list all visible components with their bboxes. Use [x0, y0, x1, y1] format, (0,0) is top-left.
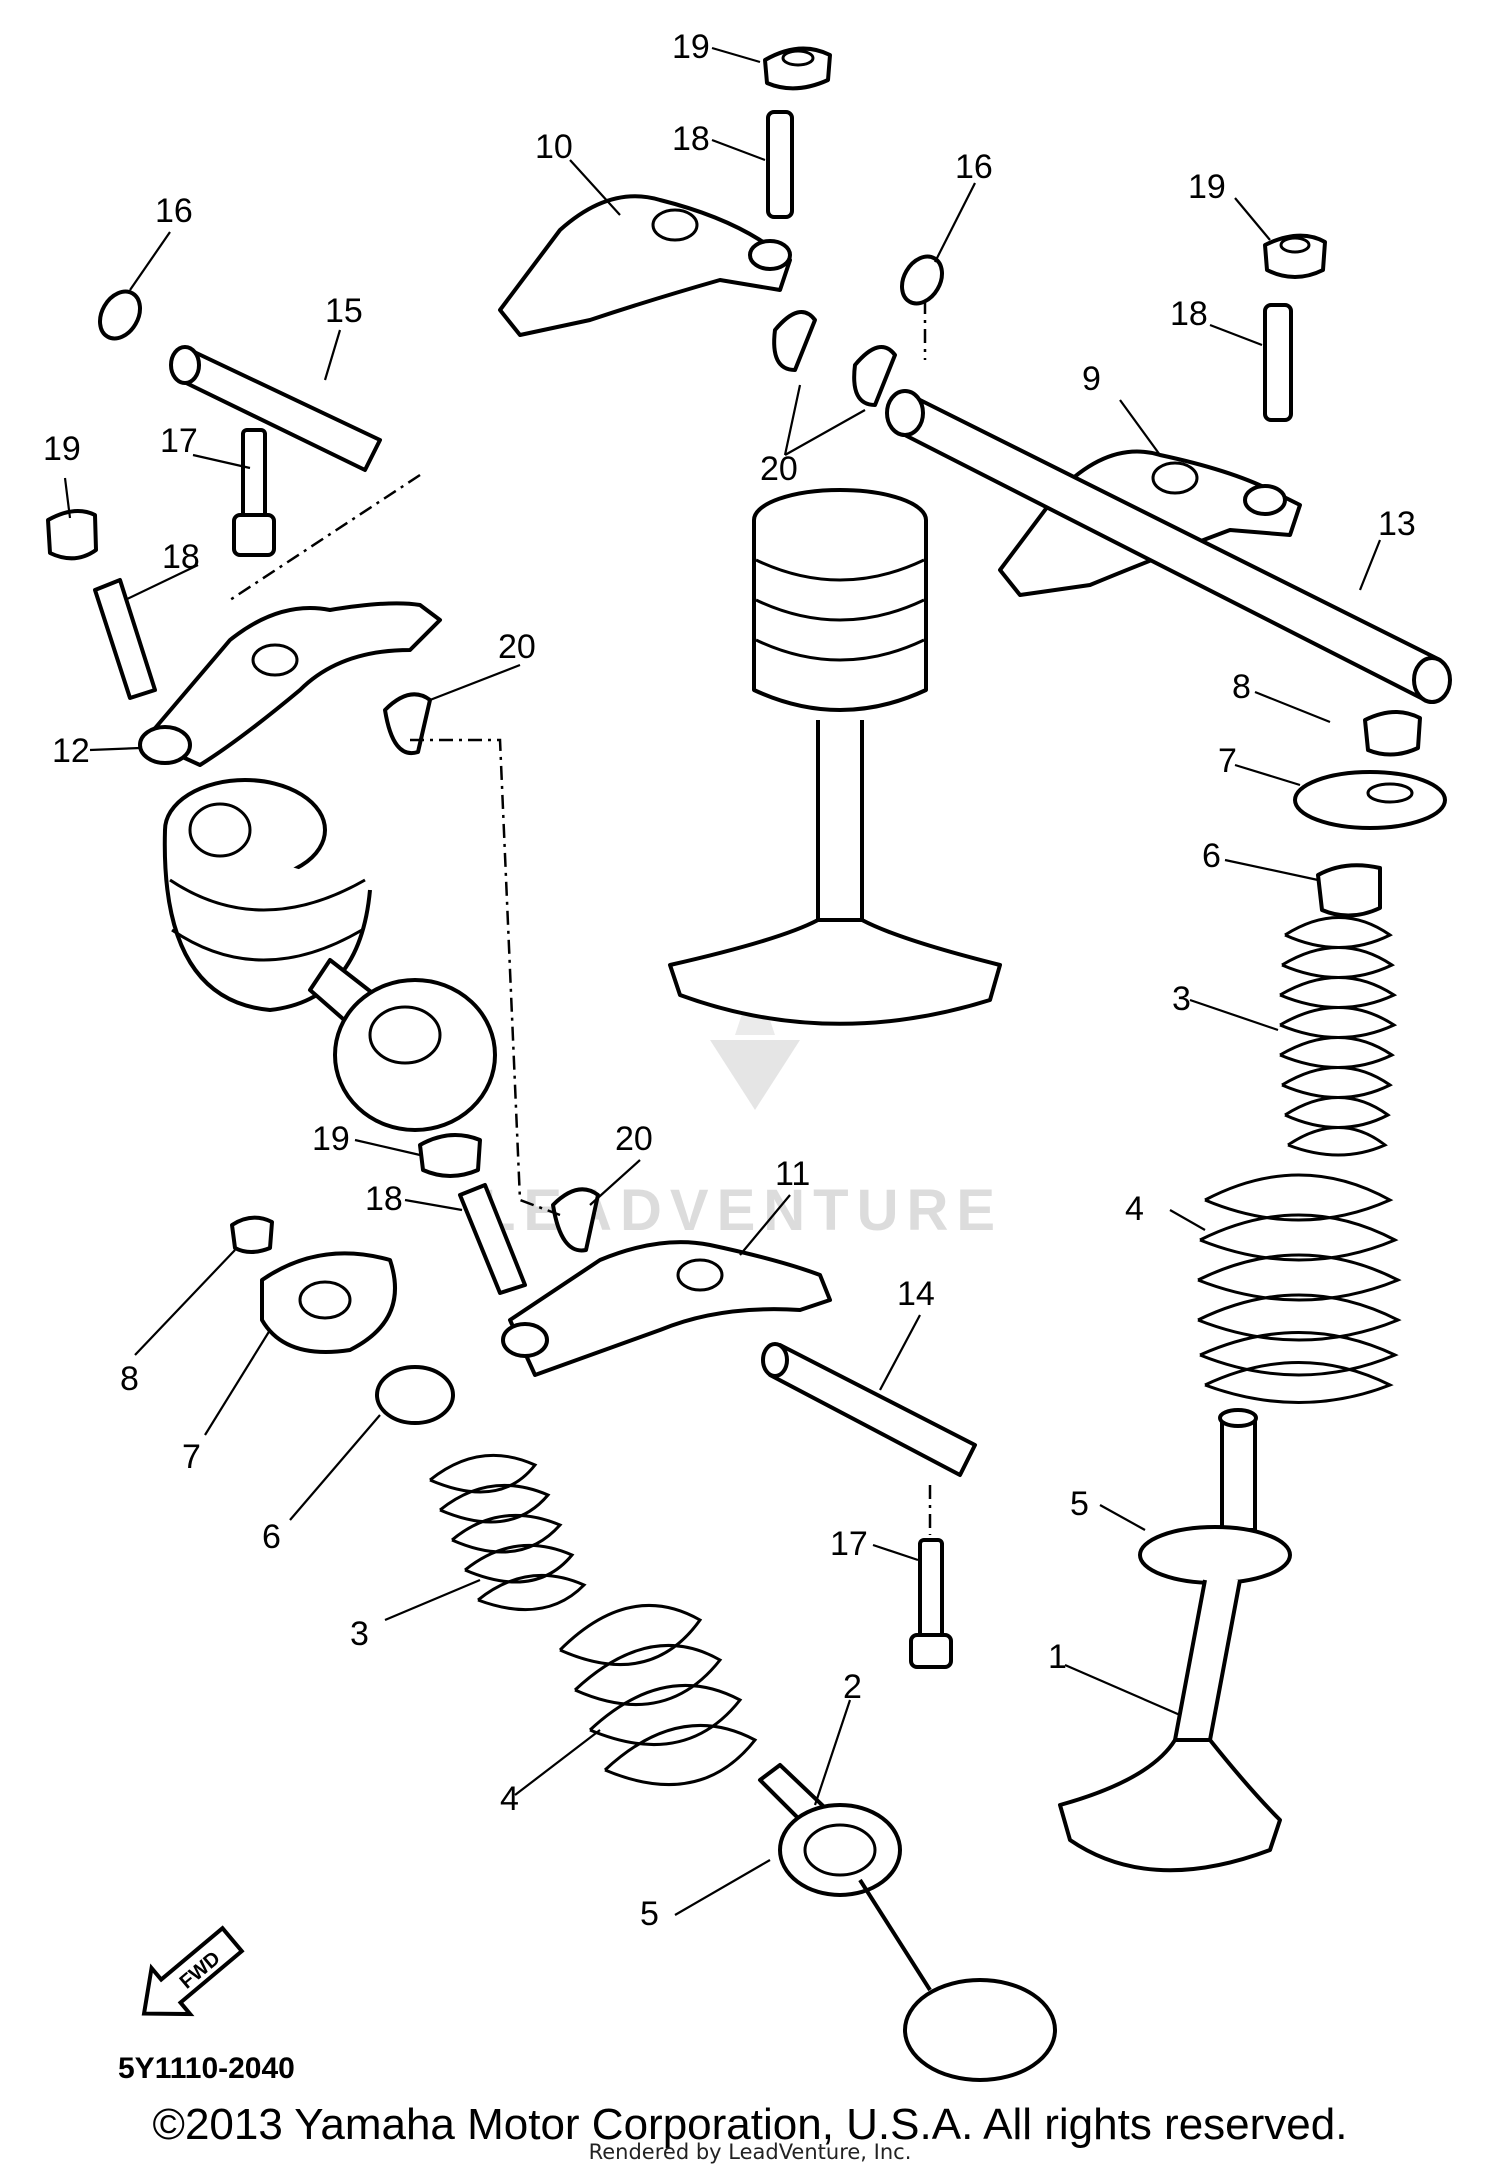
inner-spring-left	[429, 1453, 587, 1612]
valve-with-spring-center	[668, 488, 1002, 1026]
callout-4: 4	[1125, 1190, 1144, 1228]
callout-20: 20	[615, 1120, 653, 1158]
outer-spring-right	[1197, 1173, 1402, 1404]
callout-3: 3	[350, 1615, 369, 1653]
callout-1: 1	[1048, 1638, 1067, 1676]
callout-11: 11	[775, 1155, 810, 1193]
callout-6: 6	[1202, 837, 1221, 875]
alignment-lines	[229, 300, 932, 1535]
callout-labels: 19 18 10 16 16 19 15 18 9 20 19 17 13 18…	[43, 28, 1416, 1933]
callout-14: 14	[897, 1275, 935, 1313]
rocker-shaft-15	[169, 345, 382, 472]
callout-18: 18	[365, 1180, 403, 1218]
outer-spring-left	[558, 1604, 758, 1787]
bolt-17-right	[909, 1538, 953, 1669]
callout-9: 9	[1082, 360, 1101, 398]
right-valve-stack	[1058, 710, 1447, 1873]
callout-19: 19	[1188, 168, 1226, 206]
shim-20-a	[772, 310, 817, 372]
callout-7: 7	[182, 1438, 201, 1476]
callout-16: 16	[155, 192, 193, 230]
callout-8: 8	[1232, 668, 1251, 706]
leader-lines	[63, 46, 1382, 1916]
left-valve-stack	[230, 1215, 1057, 2082]
callout-5: 5	[640, 1895, 659, 1933]
adjuster-18-right	[1263, 303, 1293, 422]
callout-19: 19	[43, 430, 81, 468]
callout-17: 17	[160, 422, 198, 460]
nut-19-left	[46, 509, 98, 561]
callout-8: 8	[120, 1360, 139, 1398]
callout-7: 7	[1218, 742, 1237, 780]
catalog-code: 5Y1110-2040	[118, 2052, 295, 2085]
rocker-arm-11	[501, 1240, 832, 1377]
copyright-notice: ©2013 Yamaha Motor Corporation, U.S.A. A…	[152, 2100, 1348, 2149]
rocker-arm-10	[498, 194, 792, 337]
nut-19-top	[763, 46, 832, 91]
nut-19-mid	[418, 1133, 482, 1178]
valve-with-spring-left	[162, 778, 497, 1132]
callout-3: 3	[1172, 980, 1191, 1018]
adjuster-18-top	[766, 110, 794, 219]
adjuster-18-left	[93, 578, 157, 700]
callout-4: 4	[500, 1780, 519, 1818]
callout-18: 18	[672, 120, 710, 158]
callout-5: 5	[1070, 1485, 1089, 1523]
callout-15: 15	[325, 292, 363, 330]
callout-6: 6	[262, 1518, 281, 1556]
inner-spring-right	[1279, 916, 1398, 1157]
callout-18: 18	[1170, 295, 1208, 333]
callout-18: 18	[162, 538, 200, 576]
callout-17: 17	[830, 1525, 868, 1563]
callout-2: 2	[843, 1668, 862, 1706]
rocker-shaft-14	[761, 1342, 977, 1477]
shim-20-d	[551, 1187, 600, 1253]
nut-19-right	[1263, 233, 1327, 279]
callout-12: 12	[52, 732, 90, 770]
callout-19: 19	[672, 28, 710, 66]
callout-19: 19	[312, 1120, 350, 1158]
rocker-shaft-13	[885, 389, 1452, 704]
forward-arrow-icon: FWD	[141, 1925, 245, 2017]
bolt-17-left	[232, 428, 276, 557]
callout-13: 13	[1378, 505, 1416, 543]
callout-20: 20	[498, 628, 536, 666]
rocker-arm-12	[138, 601, 442, 767]
callout-10: 10	[535, 128, 573, 166]
callout-16: 16	[955, 148, 993, 186]
shim-20-c	[383, 692, 432, 756]
shim-20-b	[852, 345, 897, 407]
o-ring-16-right	[900, 254, 944, 306]
rendered-by-credit: Rendered by LeadVenture, Inc.	[588, 2140, 912, 2164]
o-ring-16-left	[98, 289, 142, 341]
callout-20: 20	[760, 450, 798, 488]
adjuster-18-mid	[458, 1183, 527, 1295]
